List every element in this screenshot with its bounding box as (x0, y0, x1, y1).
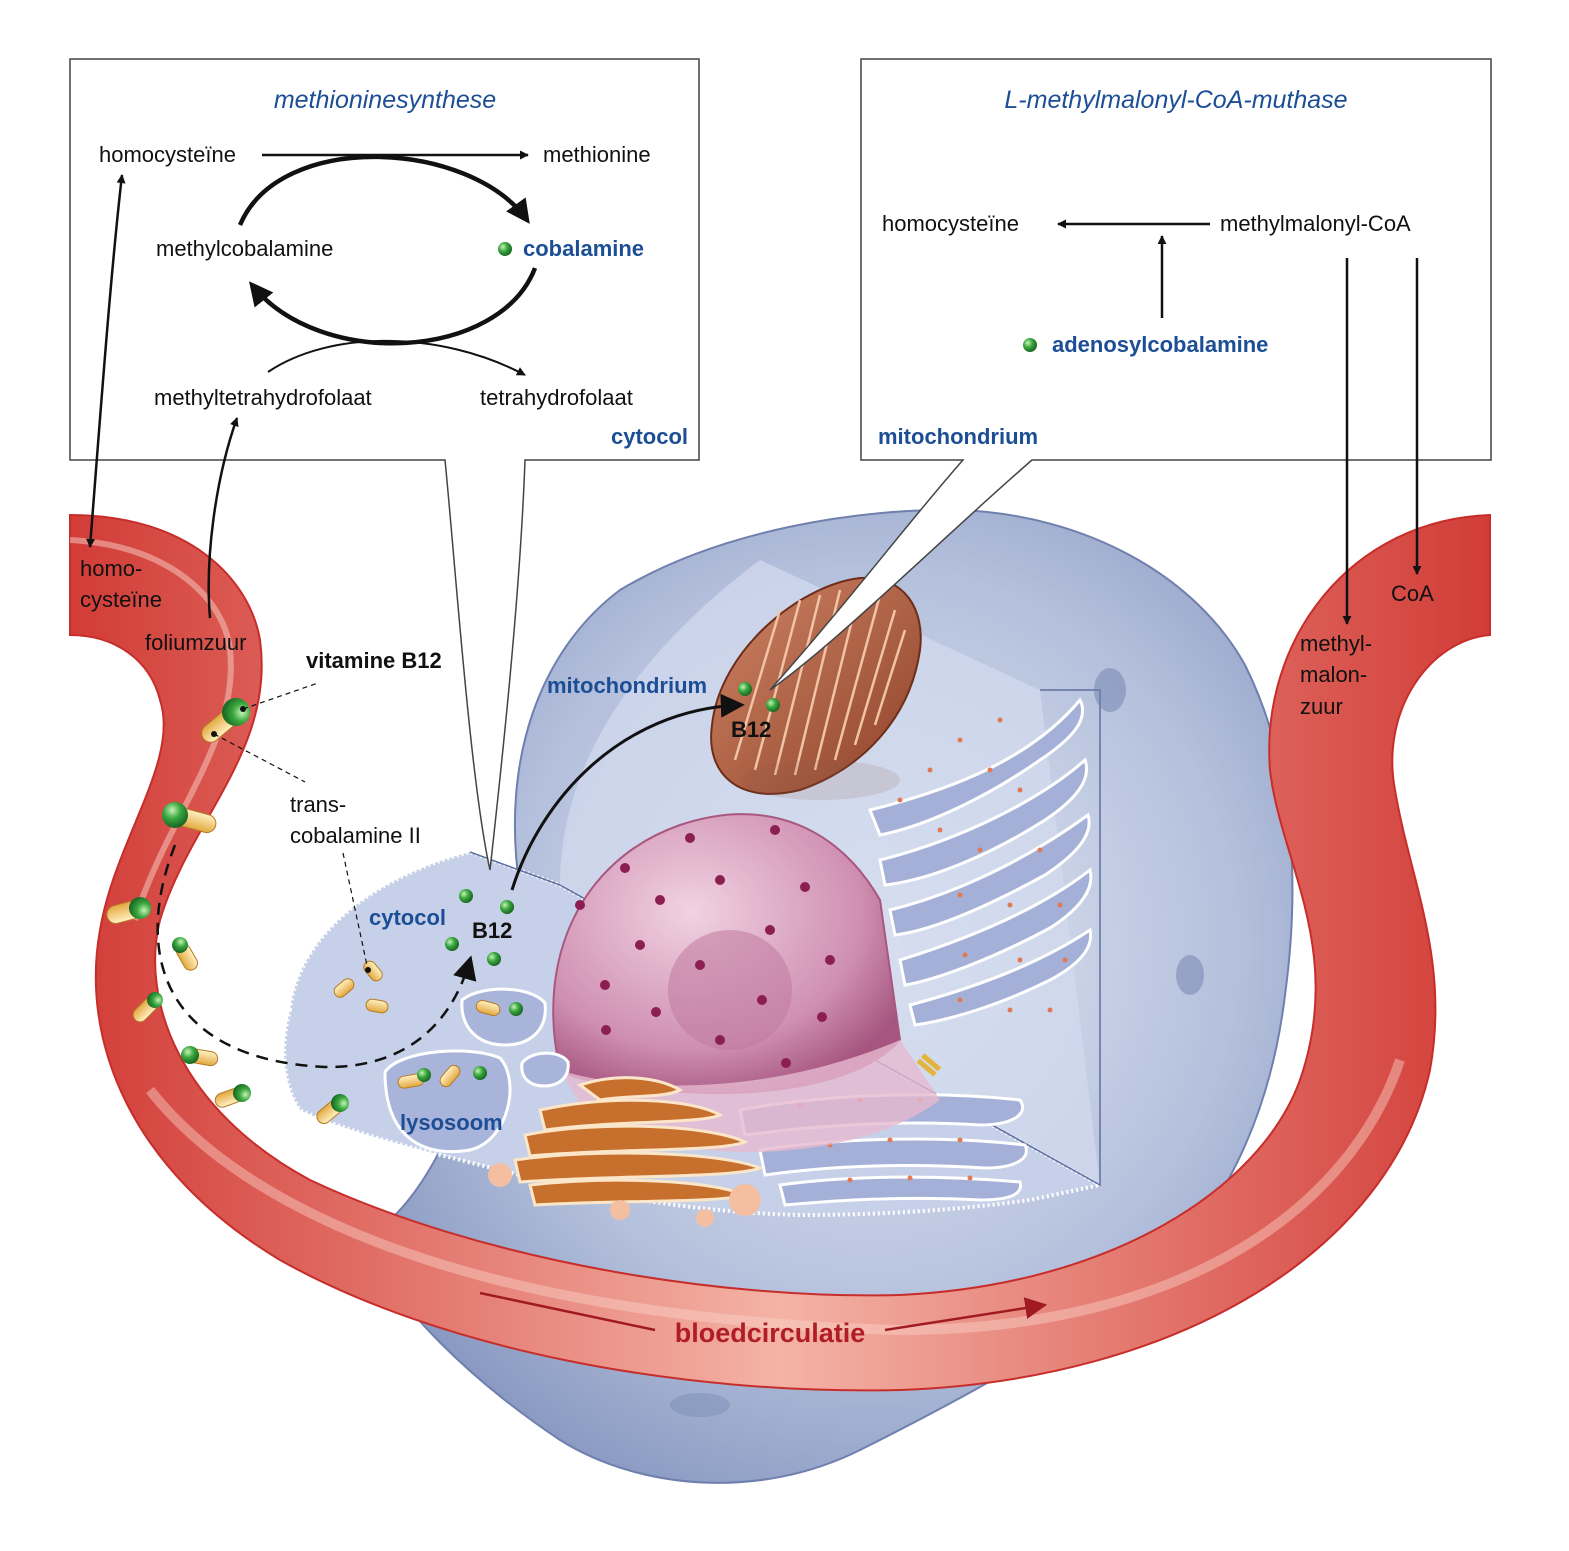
label-homocysteine-box1: homocysteïne (99, 142, 236, 167)
label-trans: trans- (290, 792, 346, 817)
circulation-arrow-right (884, 1297, 1048, 1332)
circulation-arrow-left (479, 1291, 656, 1332)
label-homo: homo- (80, 556, 142, 581)
label-b12-cytosol: B12 (472, 918, 512, 943)
label-lysosoom: lysosoom (400, 1110, 503, 1135)
transport-arrows (86, 174, 745, 1069)
b12-molecules (417, 682, 780, 1082)
leader-lines (213, 682, 369, 971)
nuclear-pores (575, 825, 835, 1068)
label-cytocol-box: cytocol (611, 424, 688, 449)
label-b12-mito: B12 (731, 717, 771, 742)
label-zuur: zuur (1300, 694, 1343, 719)
label-methylcobalamine: methylcobalamine (156, 236, 333, 261)
label-adenosylcobalamine: adenosylcobalamine (1052, 332, 1268, 357)
label-malon: malon- (1300, 662, 1367, 687)
label-vitamine-b12: vitamine B12 (306, 648, 442, 673)
label-cysteine: cysteïne (80, 587, 162, 612)
mutase-arrows (1057, 219, 1422, 625)
label-mitochondrium-cell: mitochondrium (547, 673, 707, 698)
mutase-title: L-methylmalonyl-CoA-muthase (1004, 86, 1347, 114)
methylmalonyl-mutase-box (769, 58, 1492, 691)
golgi-apparatus (513, 1076, 765, 1207)
adenosylcobalamine-dot (1023, 338, 1037, 352)
methionine-arrows (237, 150, 538, 376)
cutaway-edge (469, 689, 1101, 1187)
cobalamine-dot (498, 242, 512, 256)
label-cytocol-cell: cytocol (369, 905, 446, 930)
vesicles (488, 1163, 761, 1227)
label-methionine: methionine (543, 142, 651, 167)
label-cobalamine-ii: cobalamine II (290, 823, 421, 848)
label-methylmalonyl-coa: methylmalonyl-CoA (1220, 211, 1411, 236)
label-methyl: methyl- (1300, 631, 1372, 656)
label-coa: CoA (1391, 581, 1434, 606)
ribosomes (797, 717, 1068, 1183)
label-mitochondrium-box: mitochondrium (878, 424, 1038, 449)
label-bloedcirculatie: bloedcirculatie (675, 1318, 866, 1348)
label-cobalamine: cobalamine (523, 236, 644, 261)
labelled-b12-complex (201, 698, 250, 743)
transcobalamin-complexes (106, 698, 349, 1124)
methionine-synthase-title: methioninesynthese (274, 86, 496, 114)
methionine-synthase-box (69, 58, 700, 871)
nucleus (552, 813, 940, 1153)
label-methyltetrahydrofolaat: methyltetrahydrofolaat (154, 385, 372, 410)
label-tetrahydrofolaat: tetrahydrofolaat (480, 385, 633, 410)
label-foliumzuur: foliumzuur (145, 630, 246, 655)
label-homocysteine-box2: homocysteïne (882, 211, 1019, 236)
